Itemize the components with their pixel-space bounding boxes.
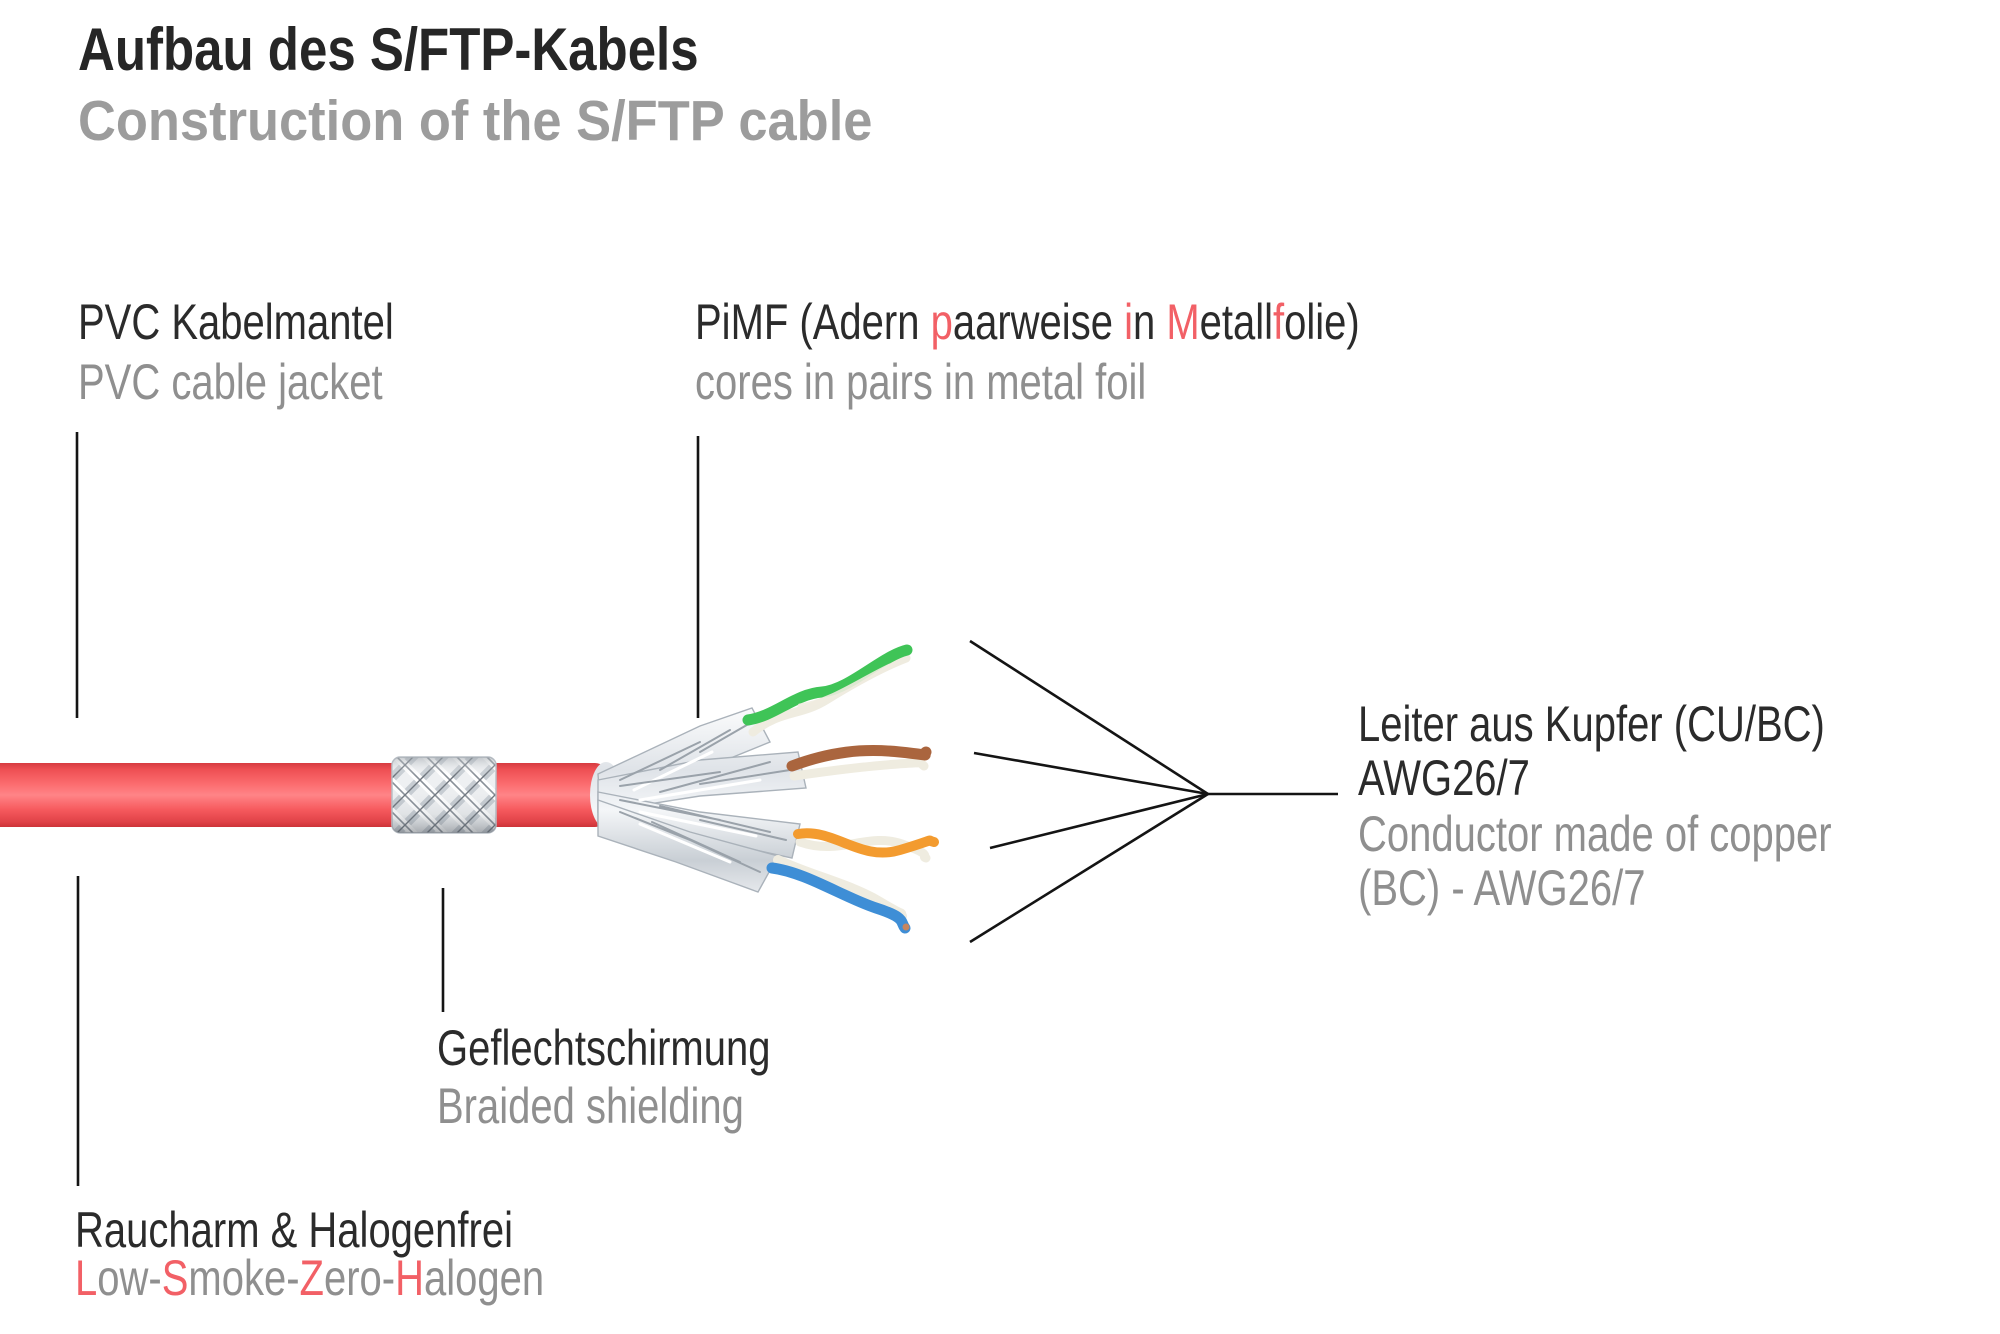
label-jacket-en: PVC cable jacket <box>78 354 383 410</box>
label-lszh-en: Low-Smoke-Zero-Halogen <box>75 1250 545 1306</box>
page-subtitle: Construction of the S/FTP cable <box>78 89 873 153</box>
label-conductor-en-line1: Conductor made of copper <box>1358 806 1832 862</box>
twisted-pair-green <box>742 644 913 737</box>
twisted-pairs <box>742 644 939 934</box>
foil-arm-blue <box>597 799 780 893</box>
cable-jacket <box>0 763 607 827</box>
leader-lines <box>75 432 700 1186</box>
label-conductor-de-line2: AWG26/7 <box>1358 750 1530 806</box>
conductor-fan-lines <box>969 639 1338 944</box>
twisted-pair-blue <box>766 855 911 934</box>
label-pimf-de: PiMF (Adern paarweise in Metallfolie) <box>695 294 1360 350</box>
braided-shielding-section <box>391 756 497 834</box>
label-jacket-de: PVC Kabelmantel <box>78 294 394 350</box>
label-pimf-en: cores in pairs in metal foil <box>695 354 1147 410</box>
page-title: Aufbau des S/FTP-Kabels <box>78 16 699 83</box>
twisted-pair-orange <box>793 828 939 863</box>
label-conductor-de-line1: Leiter aus Kupfer (CU/BC) <box>1358 696 1825 752</box>
foil-crinkles <box>619 721 791 873</box>
label-braid-de: Geflechtschirmung <box>437 1020 771 1076</box>
label-conductor-en-line2: (BC) - AWG26/7 <box>1358 860 1646 916</box>
label-lszh-de: Raucharm & Halogenfrei <box>75 1202 513 1258</box>
label-braid-en: Braided shielding <box>437 1078 744 1134</box>
twisted-pair-brown <box>786 745 932 781</box>
